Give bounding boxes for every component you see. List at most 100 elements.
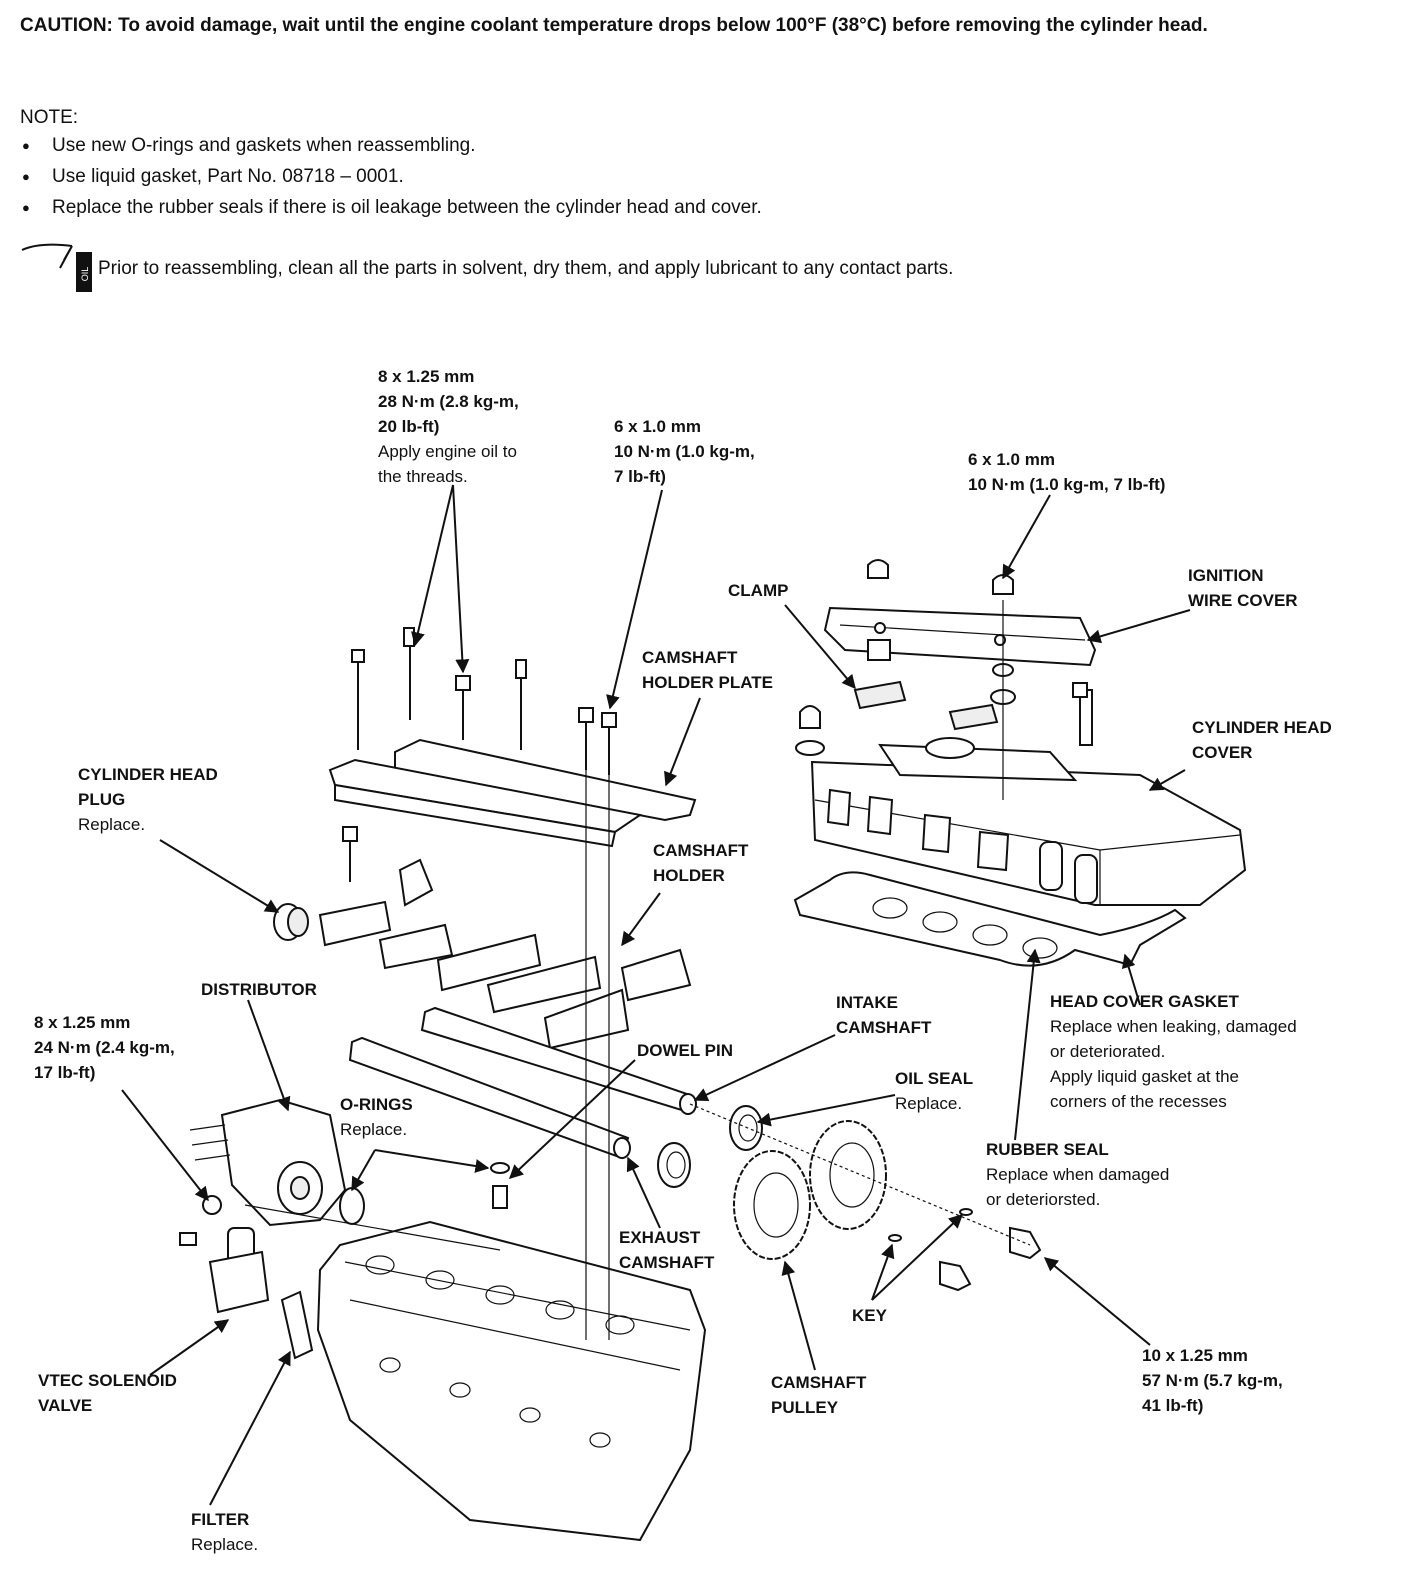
- part-name: CYLINDER HEAD: [1192, 718, 1332, 737]
- part-name: PLUG: [78, 790, 126, 809]
- spec-line: 20 lb-ft): [378, 417, 440, 436]
- keys-and-pulley-bolts: [888, 1208, 1042, 1292]
- part-note: Replace when leaking, damaged: [1050, 1017, 1297, 1036]
- part-note: Replace.: [78, 815, 146, 834]
- note-item: Use new O-rings and gaskets when reassem…: [20, 130, 762, 161]
- spec-line: 7 lb-ft): [614, 467, 666, 486]
- callout-distributor: DISTRIBUTOR: [201, 977, 317, 1002]
- note-item: Use liquid gasket, Part No. 08718 – 0001…: [20, 161, 762, 192]
- part-name: O-RINGS: [340, 1095, 413, 1114]
- callout-camshaft-holder-plate: CAMSHAFT HOLDER PLATE: [642, 645, 773, 695]
- part-name: HOLDER PLATE: [642, 673, 773, 692]
- part-name: IGNITION: [1188, 566, 1264, 585]
- note-list: Use new O-rings and gaskets when reassem…: [20, 130, 762, 223]
- callout-key: KEY: [852, 1303, 887, 1328]
- spec-line: 24 N·m (2.4 kg-m,: [34, 1038, 175, 1057]
- part-note: Apply liquid gasket at the: [1050, 1067, 1240, 1086]
- holder-bolts: [342, 627, 1088, 882]
- spec-note: Apply engine oil to: [378, 442, 517, 461]
- oil-tip: OIL Prior to reassembling, clean all the…: [20, 238, 953, 299]
- camshaft-pulleys: [733, 1120, 887, 1260]
- part-note: or deteriorsted.: [986, 1190, 1101, 1209]
- part-note: or deteriorated.: [1050, 1042, 1166, 1061]
- part-name: VALVE: [38, 1396, 93, 1415]
- exhaust-camshaft: [348, 1036, 631, 1160]
- part-name: RUBBER SEAL: [986, 1140, 1109, 1159]
- callout-camshaft-holder: CAMSHAFT HOLDER: [653, 838, 748, 888]
- spec-line: 6 x 1.0 mm: [968, 450, 1055, 469]
- callout-cylinder-head-cover: CYLINDER HEAD COVER: [1192, 715, 1332, 765]
- cap-nuts: [795, 559, 1016, 756]
- part-name: CAMSHAFT: [619, 1253, 715, 1272]
- part-name: DOWEL PIN: [637, 1041, 734, 1060]
- clamps: [853, 680, 1093, 746]
- cylinder-head: [316, 1220, 707, 1542]
- part-name: HEAD COVER GASKET: [1050, 992, 1239, 1011]
- part-name: HOLDER: [653, 866, 725, 885]
- part-name: INTAKE: [836, 993, 899, 1012]
- part-note: Replace.: [340, 1120, 408, 1139]
- spec-line: 10 x 1.25 mm: [1142, 1346, 1248, 1365]
- part-name: EXHAUST: [619, 1228, 701, 1247]
- part-name: OIL SEAL: [895, 1069, 974, 1088]
- part-name: WIRE COVER: [1188, 591, 1298, 610]
- oil-can-icon: OIL: [21, 243, 92, 292]
- caution-notice: CAUTION: To avoid damage, wait until the…: [20, 12, 1390, 39]
- spec-line: 8 x 1.25 mm: [34, 1013, 131, 1032]
- caution-label: CAUTION:: [20, 15, 113, 36]
- part-note: Replace.: [895, 1094, 963, 1113]
- oil-tip-text: Prior to reassembling, clean all the par…: [98, 258, 954, 279]
- callout-oil-seal: OIL SEAL Replace.: [895, 1066, 973, 1116]
- spec-line: 6 x 1.0 mm: [614, 417, 701, 436]
- part-name: CLAMP: [728, 581, 789, 600]
- spec-line: 41 lb-ft): [1142, 1396, 1204, 1415]
- callout-exhaust-camshaft: EXHAUST CAMSHAFT: [619, 1225, 714, 1275]
- callout-bolt-8x125-24nm: 8 x 1.25 mm 24 N·m (2.4 kg-m, 17 lb-ft): [34, 1010, 175, 1085]
- callout-o-rings: O-RINGS Replace.: [340, 1092, 413, 1142]
- part-name: FILTER: [191, 1510, 250, 1529]
- callout-cylinder-head-plug: CYLINDER HEAD PLUG Replace.: [78, 762, 218, 837]
- callout-head-cover-gasket: HEAD COVER GASKET Replace when leaking, …: [1050, 989, 1297, 1114]
- spec-line: 8 x 1.25 mm: [378, 367, 475, 386]
- part-name: KEY: [852, 1306, 887, 1325]
- callout-rubber-seal: RUBBER SEAL Replace when damaged or dete…: [986, 1137, 1169, 1212]
- part-name: PULLEY: [771, 1398, 839, 1417]
- spec-line: 17 lb-ft): [34, 1063, 96, 1082]
- callout-bolt-6x10-holder: 6 x 1.0 mm 10 N·m (1.0 kg-m, 7 lb-ft): [614, 414, 755, 489]
- callout-bolt-8x125-28nm: 8 x 1.25 mm 28 N·m (2.8 kg-m, 20 lb-ft) …: [378, 364, 519, 489]
- part-note: Replace when damaged: [986, 1165, 1170, 1184]
- callout-camshaft-pulley: CAMSHAFT PULLEY: [771, 1370, 866, 1420]
- callout-clamp: CLAMP: [728, 578, 788, 603]
- camshaft-holder-plates: [328, 738, 697, 848]
- oil-seals: [657, 1105, 763, 1188]
- part-name: COVER: [1192, 743, 1253, 762]
- spec-line: 10 N·m (1.0 kg-m,: [614, 442, 755, 461]
- ignition-wire-cover: [823, 606, 1097, 667]
- callout-vtec-solenoid-valve: VTEC SOLENOID VALVE: [38, 1368, 177, 1418]
- vtec-solenoid-valve: [179, 1227, 270, 1314]
- leader-arrows: [121, 484, 1191, 1506]
- assembly-center-lines: [244, 600, 1031, 1340]
- callout-bolt-10x125: 10 x 1.25 mm 57 N·m (5.7 kg-m, 41 lb-ft): [1142, 1343, 1283, 1418]
- camshaft-holders: [318, 858, 692, 1050]
- oil-icon-text: OIL: [80, 267, 90, 282]
- filter: [280, 1290, 314, 1360]
- part-name: CAMSHAFT: [836, 1018, 932, 1037]
- note-item: Replace the rubber seals if there is oil…: [20, 192, 762, 223]
- callout-ignition-wire-cover: IGNITION WIRE COVER: [1188, 563, 1298, 613]
- note-title: NOTE:: [20, 107, 79, 128]
- part-name: CAMSHAFT: [653, 841, 749, 860]
- cylinder-head-cover: [810, 737, 1247, 906]
- part-note: Replace.: [191, 1535, 259, 1554]
- part-name: CYLINDER HEAD: [78, 765, 218, 784]
- spec-line: 10 N·m (1.0 kg-m, 7 lb-ft): [968, 475, 1166, 494]
- part-name: DISTRIBUTOR: [201, 980, 317, 999]
- caution-text: To avoid damage, wait until the engine c…: [118, 15, 1208, 36]
- cylinder-head-plug: [273, 903, 309, 941]
- callout-dowel-pin: DOWEL PIN: [637, 1038, 733, 1063]
- callout-intake-camshaft: INTAKE CAMSHAFT: [836, 990, 931, 1040]
- part-note: corners of the recesses: [1050, 1092, 1227, 1111]
- part-name: VTEC SOLENOID: [38, 1371, 177, 1390]
- callout-filter: FILTER Replace.: [191, 1507, 258, 1557]
